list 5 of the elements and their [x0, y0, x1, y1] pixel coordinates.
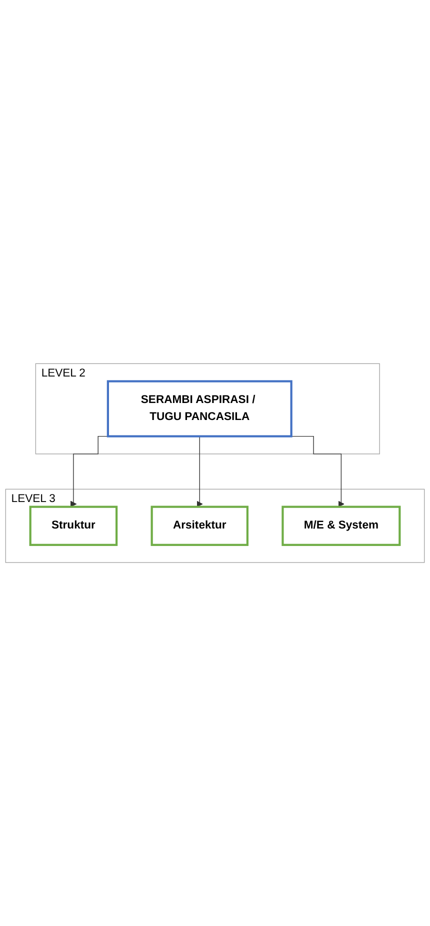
node-box: SERAMBI ASPIRASI / TUGU PANCASILA [106, 380, 292, 438]
arrow [196, 436, 203, 507]
node-box: Struktur [29, 506, 118, 546]
node-box: Arsitektur [150, 506, 248, 546]
node-box: M/E & System [282, 506, 401, 546]
